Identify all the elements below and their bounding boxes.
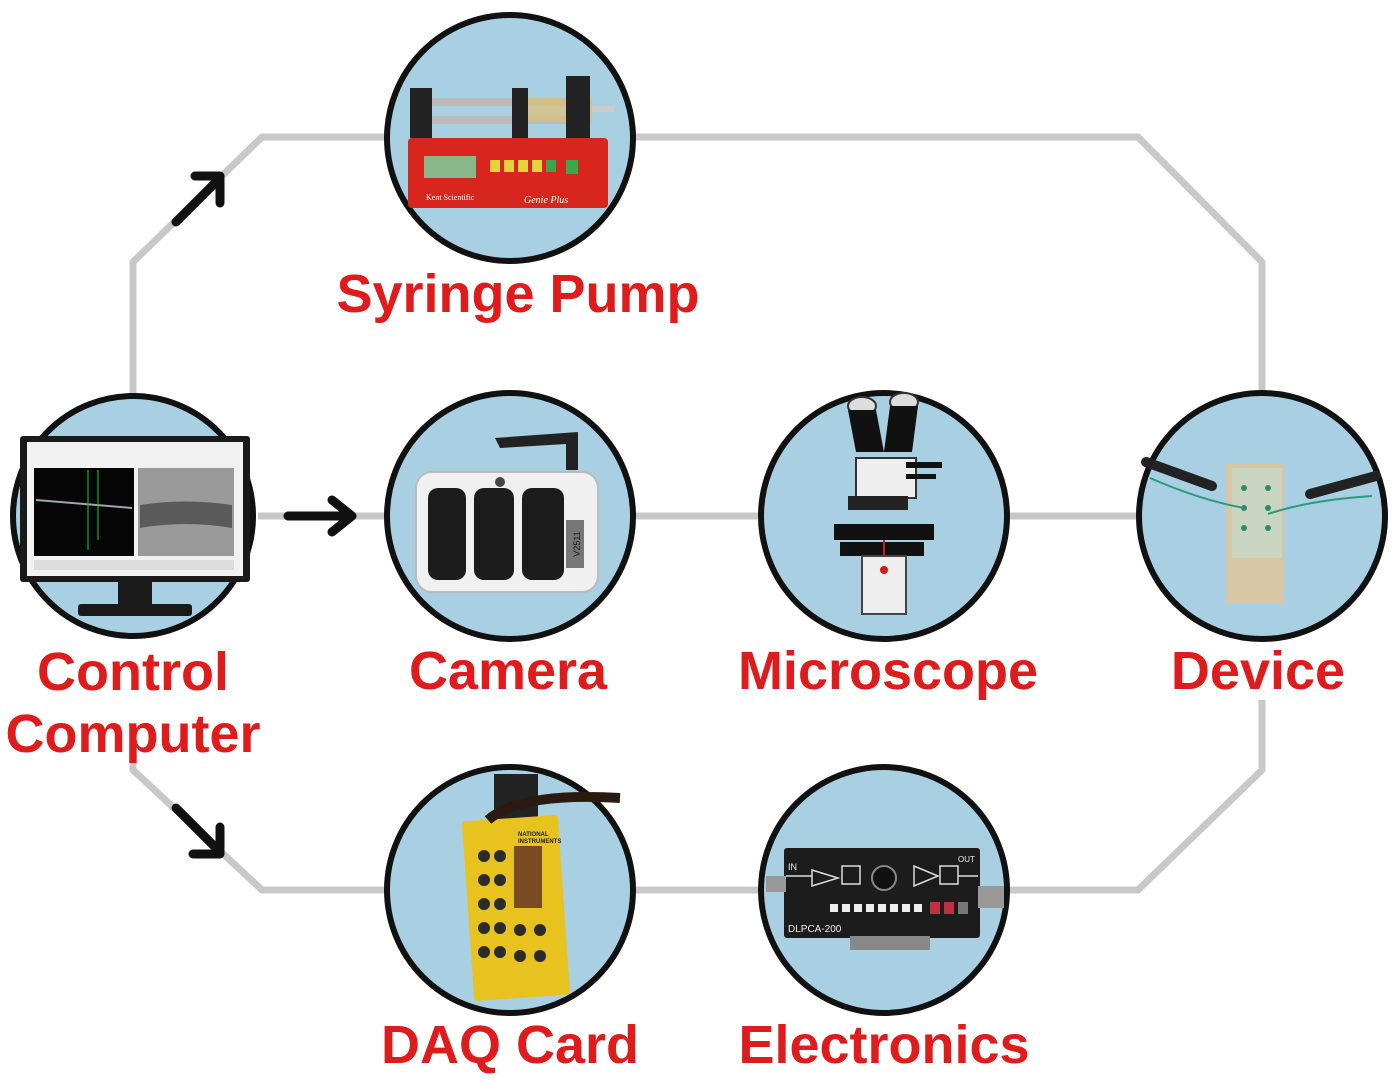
arrow-down-right-icon [171, 803, 225, 859]
electronics-node: IN OUT DLPCA-200 [758, 764, 1010, 1016]
camera-node: V2511 [384, 390, 636, 642]
daq-brand-line1: NATIONAL [518, 832, 549, 838]
control-computer-label-line1: Control [37, 642, 229, 702]
camera-badge-text: V2511 [572, 531, 582, 556]
pump-model-text: Genie Plus [524, 195, 568, 206]
daq-brand-line2: INSTRUMENTS [518, 839, 561, 845]
microscope-icon [834, 392, 942, 615]
device-label: Device [1170, 641, 1346, 701]
amplifier-icon: IN OUT DLPCA-200 [766, 848, 1004, 950]
device-node [1136, 390, 1388, 642]
daq-card-node: NATIONAL INSTRUMENTS [384, 764, 636, 1016]
control-computer-node [10, 393, 256, 639]
amp-out-text: OUT [958, 855, 975, 864]
microscope-node [758, 390, 1010, 642]
daq-card-label: DAQ Card [380, 1015, 640, 1075]
pump-brand-text: Kent Scientific [426, 193, 475, 202]
control-computer-label-line2: Computer [5, 704, 261, 764]
monitor-icon [20, 436, 250, 616]
arrow-up-right-icon [171, 171, 225, 227]
electronics-label: Electronics [738, 1015, 1030, 1075]
syringe-pump-label: Syringe Pump [336, 264, 700, 324]
syringe-pump-icon: Kent Scientific Genie Plus [408, 76, 614, 208]
daq-card-icon: NATIONAL INSTRUMENTS [462, 774, 621, 1001]
syringe-pump-node: Kent Scientific Genie Plus [384, 12, 636, 264]
camera-label: Camera [408, 641, 608, 701]
arrows [171, 171, 357, 859]
arrow-right-icon [283, 495, 357, 537]
top-path [129, 133, 1266, 395]
bottom-path [129, 700, 1266, 894]
microfluidic-device-icon [1141, 457, 1381, 604]
camera-icon: V2511 [415, 432, 599, 593]
microscope-label: Microscope [737, 641, 1039, 701]
amp-in-text: IN [788, 862, 797, 872]
amp-model-text: DLPCA-200 [788, 924, 842, 935]
control-computer-label: Control Computer [6, 641, 261, 765]
